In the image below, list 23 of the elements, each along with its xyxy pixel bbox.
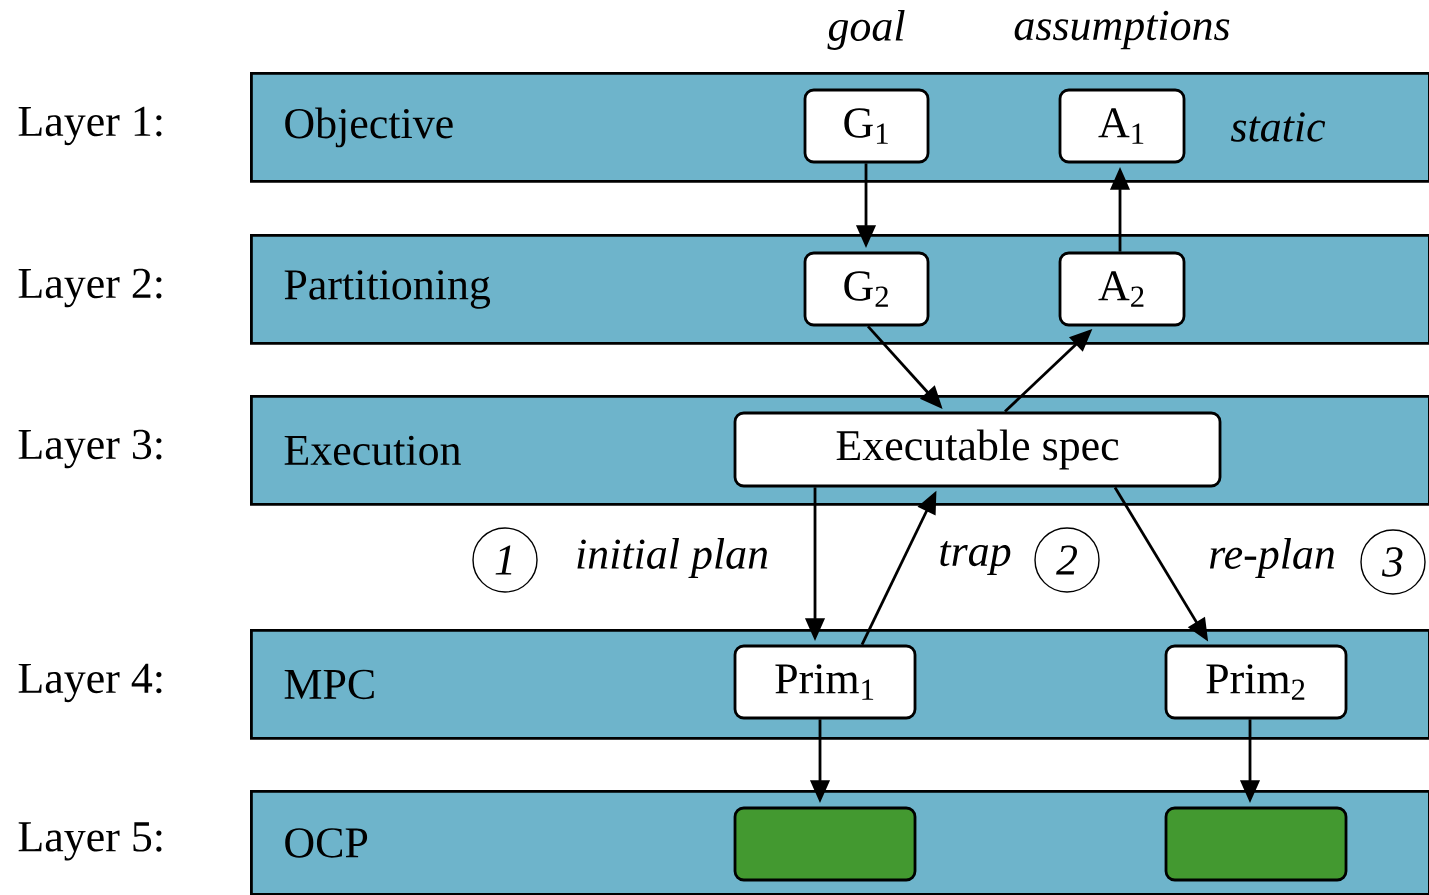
process-box: Executable spec bbox=[733, 411, 1222, 488]
layer-label: Layer 4: bbox=[18, 663, 162, 703]
step-number: 3 bbox=[1360, 529, 1426, 595]
side-note: static bbox=[1230, 112, 1326, 142]
process-box: G$_{1}$ bbox=[803, 88, 930, 164]
process-box: A$_{1}$ bbox=[1058, 88, 1186, 164]
layer-label: Layer 1: bbox=[18, 106, 162, 146]
edge-label: re-plan bbox=[1209, 538, 1335, 578]
column-heading: goal bbox=[827, 10, 905, 50]
layer-label: Layer 2: bbox=[18, 268, 162, 308]
step-number: 1 bbox=[472, 527, 538, 593]
edge-label: initial plan bbox=[577, 538, 768, 578]
edge-label: trap bbox=[940, 540, 1011, 576]
step-number: 2 bbox=[1034, 527, 1100, 593]
process-box: Prim$_{1}$ bbox=[733, 644, 917, 720]
process-box: A$_{2}$ bbox=[1058, 251, 1186, 327]
process-box: Prim$_{2}$ bbox=[1164, 644, 1348, 720]
filled-box bbox=[1164, 806, 1348, 882]
filled-box bbox=[733, 806, 917, 882]
column-heading: assumptions bbox=[1014, 10, 1230, 50]
layer-label: Layer 3: bbox=[18, 429, 162, 469]
layer-label: Layer 5: bbox=[18, 822, 162, 861]
process-box: G$_{2}$ bbox=[803, 251, 930, 327]
